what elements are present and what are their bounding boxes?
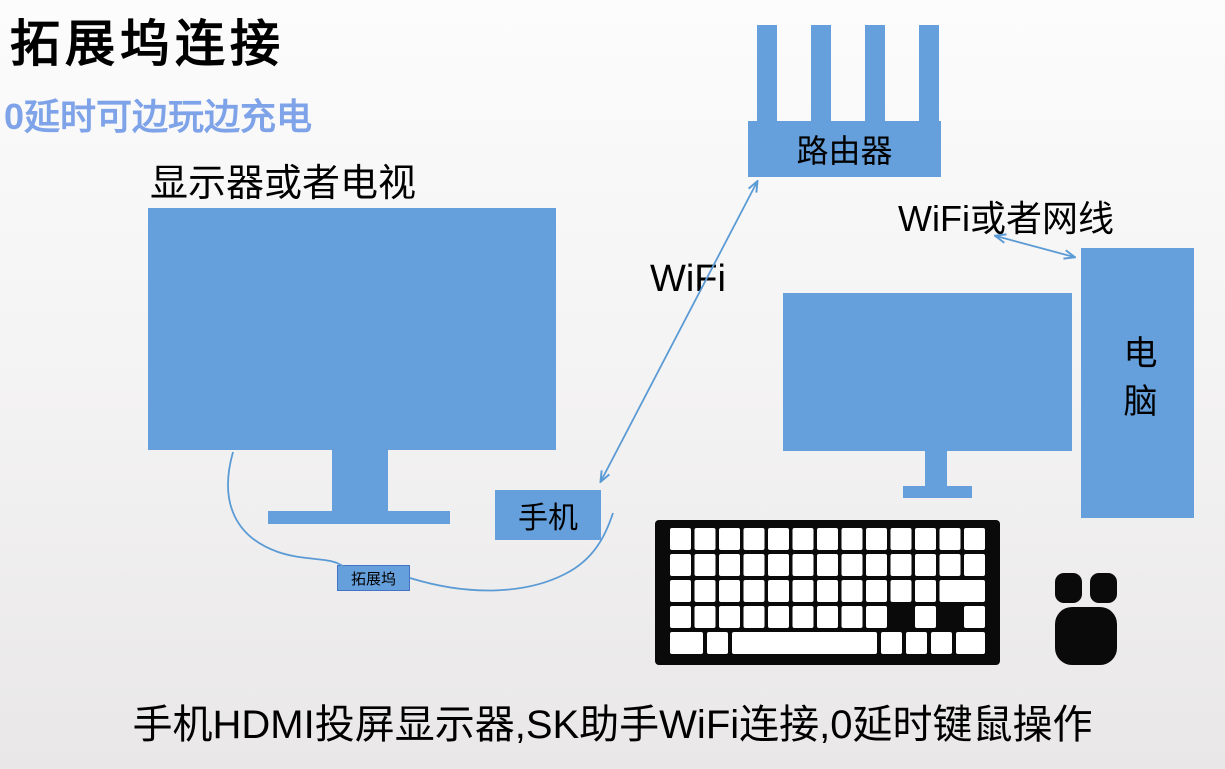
pc-tower-shape: 电脑 (1081, 248, 1194, 518)
router-antenna-icon (811, 25, 831, 123)
router-antenna-icon (865, 25, 885, 123)
wifi-or-cable-label: WiFi或者网线 (898, 198, 1114, 239)
router-label: 路由器 (796, 133, 893, 169)
dock-label: 拓展坞 (350, 570, 396, 588)
monitor-stand-base (268, 511, 450, 524)
pc-label: 电脑 (1118, 335, 1156, 431)
monitor-screen-shape (148, 208, 556, 450)
router-antenna-icon (757, 25, 777, 123)
page-title: 拓展坞连接 (10, 16, 285, 72)
caption: 手机HDMI投屏显示器,SK助手WiFi连接,0延时键鼠操作 (132, 703, 1093, 747)
router-body-shape: 路由器 (748, 121, 941, 177)
keyboard-keys (670, 528, 985, 654)
monitor-stand-neck (332, 450, 388, 511)
wifi-label: WiFi (650, 258, 726, 300)
wifi-arrow (601, 182, 757, 481)
router-antenna-icon (919, 25, 939, 123)
phone-label: 手机 (518, 502, 578, 535)
pc-monitor-stand-neck (925, 451, 947, 487)
subtitle: 0延时可边玩边充电 (4, 96, 313, 137)
phone-shape: 手机 (495, 490, 601, 540)
dock-shape: 拓展坞 (337, 565, 410, 591)
hdmi-cable-monitor-to-dock (227, 451, 345, 568)
pc-monitor-screen-shape (783, 293, 1072, 451)
mouse-icon (1055, 573, 1117, 665)
monitor-label: 显示器或者电视 (150, 163, 417, 205)
pc-monitor-stand-base (903, 486, 972, 498)
keyboard-icon (655, 520, 1000, 665)
